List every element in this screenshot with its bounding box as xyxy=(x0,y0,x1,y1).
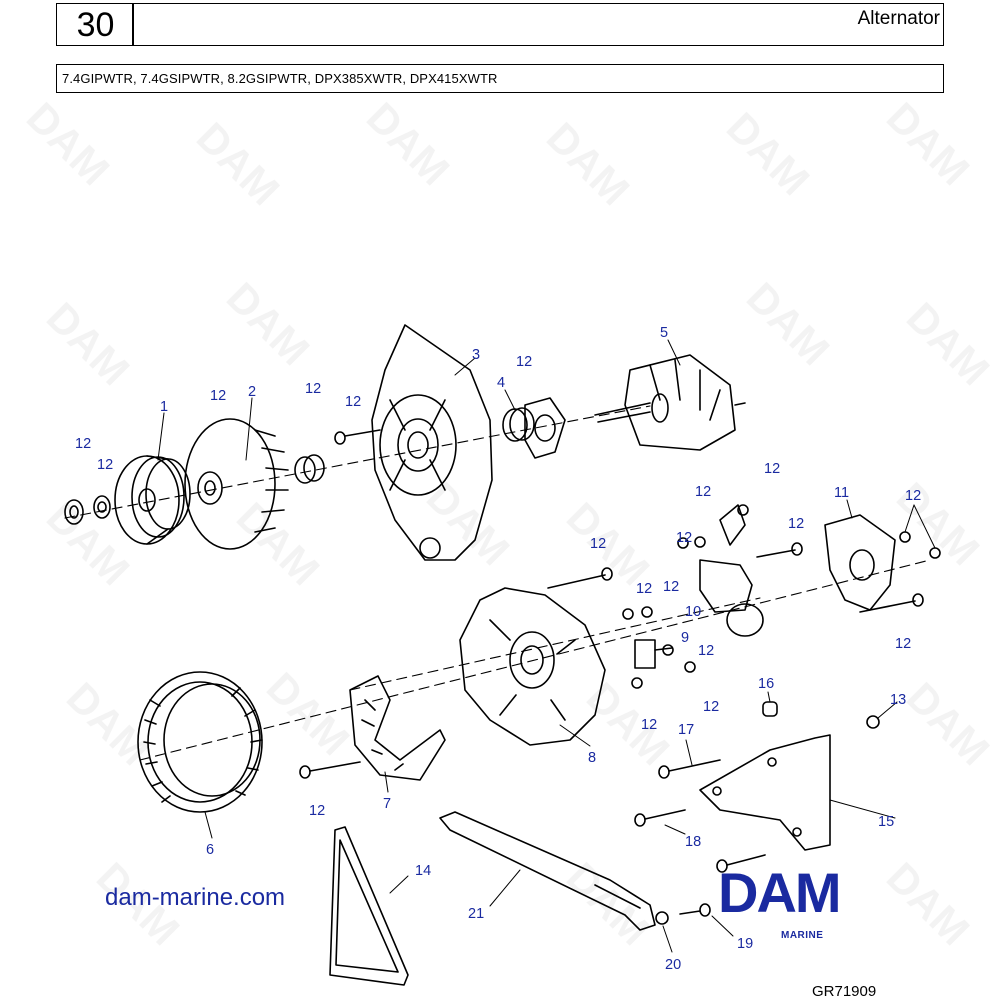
bolts-17-18 xyxy=(634,759,766,873)
callout-3: 3 xyxy=(472,347,480,363)
slip-ring-end-frame xyxy=(459,587,606,746)
regulator-brush-holder xyxy=(699,504,764,637)
callout-19: 19 xyxy=(737,936,753,952)
callout-12: 12 xyxy=(895,636,911,652)
callout-14: 14 xyxy=(415,863,431,879)
callout-12: 12 xyxy=(764,461,780,477)
callout-12: 12 xyxy=(75,436,91,452)
callout-12: 12 xyxy=(590,536,606,552)
callout-16: 16 xyxy=(758,676,774,692)
mounting-bracket xyxy=(699,734,831,851)
callout-12: 12 xyxy=(703,699,719,715)
pulley xyxy=(114,455,191,545)
bearing xyxy=(502,407,535,442)
bolt-19 xyxy=(679,903,711,917)
callout-12: 12 xyxy=(305,381,321,397)
bearing-retainer-plate xyxy=(524,397,566,459)
callout-12: 12 xyxy=(210,388,226,404)
cap-16 xyxy=(762,701,778,717)
callout-12: 12 xyxy=(309,803,325,819)
callout-1: 1 xyxy=(160,399,168,415)
rotor xyxy=(594,354,746,451)
callout-12: 12 xyxy=(636,581,652,597)
callout-10: 10 xyxy=(685,604,701,620)
assembly-axis-lines xyxy=(64,405,931,761)
callout-11: 11 xyxy=(834,485,849,501)
callout-labels: 1 2 3 4 5 6 7 8 9 10 11 12 12 12 12 12 1… xyxy=(75,325,921,973)
figure-code: GR71909 xyxy=(812,983,877,1000)
fan xyxy=(184,418,289,550)
section-number-box: 30 xyxy=(56,3,133,46)
through-bolts xyxy=(547,542,924,613)
page-title-box: Alternator xyxy=(133,3,944,46)
callout-12: 12 xyxy=(905,488,921,504)
bolt xyxy=(299,761,361,779)
callout-4: 4 xyxy=(497,375,505,391)
callout-6: 6 xyxy=(206,842,214,858)
callout-12: 12 xyxy=(676,530,692,546)
washer-nut-front xyxy=(64,495,111,525)
callout-7: 7 xyxy=(383,796,391,812)
callout-12: 12 xyxy=(516,354,532,370)
drive-end-frame xyxy=(371,324,493,561)
dam-logo: DAM xyxy=(718,861,842,924)
callout-12: 12 xyxy=(695,484,711,500)
callout-13: 13 xyxy=(890,692,906,708)
callout-12: 12 xyxy=(788,516,804,532)
stator xyxy=(137,671,263,813)
callout-2: 2 xyxy=(248,384,256,400)
callout-21: 21 xyxy=(468,906,484,922)
callout-5: 5 xyxy=(660,325,668,341)
callout-12: 12 xyxy=(698,643,714,659)
nut-13 xyxy=(866,715,880,729)
rear-cover xyxy=(824,514,896,611)
rectifier-bridge xyxy=(349,675,446,781)
section-number: 30 xyxy=(76,6,115,44)
callout-8: 8 xyxy=(588,750,596,766)
callout-12: 12 xyxy=(97,457,113,473)
bolt xyxy=(334,429,381,445)
page-title: Alternator xyxy=(857,8,940,29)
drive-belt xyxy=(329,826,409,986)
dam-logo-subtext: MARINE xyxy=(781,930,824,941)
model-list: 7.4GIPWTR, 7.4GSIPWTR, 8.2GSIPWTR, DPX38… xyxy=(62,71,498,86)
nuts xyxy=(622,504,941,689)
callout-18: 18 xyxy=(685,834,701,850)
callout-20: 20 xyxy=(665,957,681,973)
adjusting-arm xyxy=(439,811,656,931)
washer-20 xyxy=(655,911,669,925)
callout-12: 12 xyxy=(663,579,679,595)
spacer xyxy=(294,454,325,484)
callout-9: 9 xyxy=(681,630,689,646)
models-box: 7.4GIPWTR, 7.4GSIPWTR, 8.2GSIPWTR, DPX38… xyxy=(56,64,944,93)
website-link[interactable]: dam-marine.com xyxy=(105,884,286,911)
callout-12: 12 xyxy=(641,717,657,733)
callout-17: 17 xyxy=(678,722,694,738)
callout-12: 12 xyxy=(345,394,361,410)
callout-15: 15 xyxy=(878,814,894,830)
leader-lines xyxy=(157,339,936,953)
